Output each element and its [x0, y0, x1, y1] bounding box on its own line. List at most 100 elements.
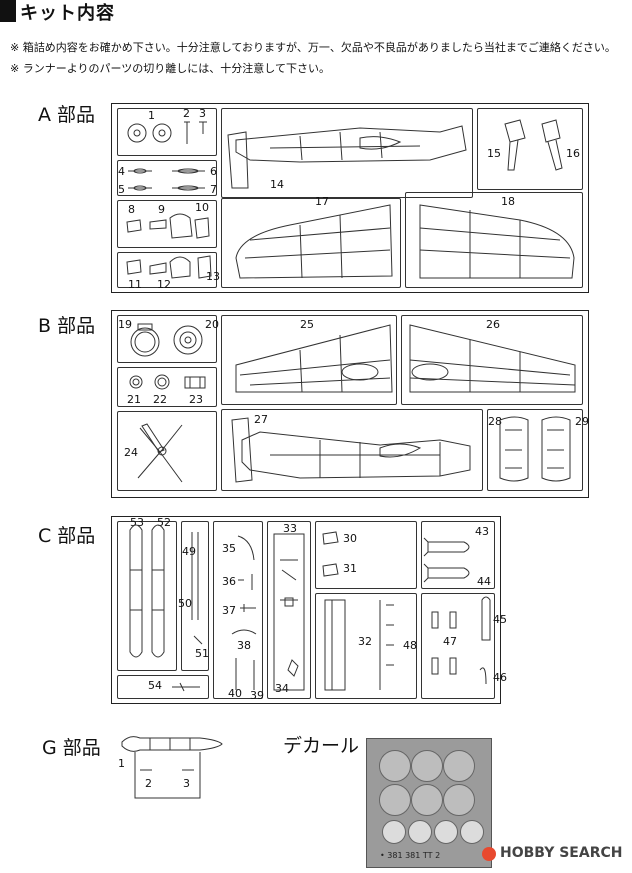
runner-b-frame	[111, 310, 589, 498]
part-number: 51	[195, 647, 209, 660]
hinomaru-decal	[460, 820, 484, 844]
runner-a-cell-8-10	[117, 200, 217, 248]
part-number: 35	[222, 542, 236, 555]
runner-a-cell-4-7	[117, 160, 217, 196]
watermark-text: HOBBY SEARCH	[500, 845, 623, 861]
part-number: 17	[315, 195, 329, 208]
part-number: 52	[157, 516, 171, 529]
part-number: 3	[199, 107, 206, 120]
part-number: 8	[128, 203, 135, 216]
hinomaru-decal	[443, 784, 475, 816]
part-number: 22	[153, 393, 167, 406]
note-line-2: ※ ランナーよりのパーツの切り離しには、十分注意して下さい。	[10, 62, 330, 75]
decal-sheet-text: • 381 381 TT 2	[380, 851, 441, 860]
section-label-g: G 部品	[42, 737, 101, 759]
runner-a-frame	[111, 103, 589, 293]
runner-b-cell-21-23	[117, 367, 217, 407]
part-number: 3	[183, 777, 190, 790]
part-number: 18	[501, 195, 515, 208]
part-number: 34	[275, 682, 289, 695]
runner-a-cell-15-16	[477, 108, 583, 190]
part-number: 19	[118, 318, 132, 331]
hinomaru-decal	[379, 750, 411, 782]
part-number: 11	[128, 278, 142, 291]
hinomaru-decal	[382, 820, 406, 844]
part-number: 53	[130, 516, 144, 529]
hinomaru-decal	[379, 784, 411, 816]
header-marker	[0, 0, 16, 22]
part-number: 28	[488, 415, 502, 428]
part-number: 16	[566, 147, 580, 160]
runner-a-cell-17	[221, 198, 401, 288]
runner-a-cell-14	[221, 108, 473, 198]
part-number: 25	[300, 318, 314, 331]
part-number: 15	[487, 147, 501, 160]
hinomaru-decal	[443, 750, 475, 782]
hobbysearch-logo-icon	[482, 847, 496, 861]
runner-c-cell-43-44	[421, 521, 495, 589]
part-number: 54	[148, 679, 162, 692]
part-number: 30	[343, 532, 357, 545]
part-number: 37	[222, 604, 236, 617]
part-number: 23	[189, 393, 203, 406]
hinomaru-decal	[434, 820, 458, 844]
part-number: 26	[486, 318, 500, 331]
runner-b-cell-26	[401, 315, 583, 405]
runner-c-cell-32-48	[315, 593, 417, 699]
runner-c-cell-52-53	[117, 521, 177, 671]
part-number: 31	[343, 562, 357, 575]
section-label-a: A 部品	[38, 104, 96, 126]
runner-a-cell-18	[405, 192, 583, 288]
runner-c-frame	[111, 516, 501, 704]
note-line-1: ※ 箱詰め内容をお確かめ下さい。十分注意しておりますが、万一、欠品や不良品があり…	[10, 41, 616, 54]
part-number: 50	[178, 597, 192, 610]
section-label-b: B 部品	[38, 315, 96, 337]
page-title: キット内容	[20, 3, 115, 24]
runner-b-cell-25	[221, 315, 397, 405]
runner-b-cell-24	[117, 411, 217, 491]
part-number: 47	[443, 635, 457, 648]
runner-c-cell-54	[117, 675, 209, 699]
section-label-decal: デカール	[283, 735, 360, 757]
runner-b-cell-19-20	[117, 315, 217, 363]
part-number: 38	[237, 639, 251, 652]
part-number: 4	[118, 165, 125, 178]
runner-c-cell-30-31	[315, 521, 417, 589]
hinomaru-decal	[411, 750, 443, 782]
part-number: 44	[477, 575, 491, 588]
runner-c-cell-35-40	[213, 521, 263, 699]
part-number: 7	[210, 183, 217, 196]
runner-a-cell-1-3	[117, 108, 217, 156]
part-number: 48	[403, 639, 417, 652]
part-number: 24	[124, 446, 138, 459]
part-number: 40	[228, 687, 242, 700]
runner-a-cell-11-13	[117, 252, 217, 288]
runner-c-cell-45-47	[421, 593, 495, 699]
part-number: 6	[210, 165, 217, 178]
runner-c-cell-33-34	[267, 521, 311, 699]
hinomaru-decal	[411, 784, 443, 816]
runner-b-cell-28-29	[487, 409, 583, 491]
part-number: 14	[270, 178, 284, 191]
part-number: 9	[158, 203, 165, 216]
part-number: 10	[195, 201, 209, 214]
part-number: 1	[118, 757, 125, 770]
runner-b-cell-27	[221, 409, 483, 491]
section-label-c: C 部品	[38, 525, 96, 547]
part-number: 2	[183, 107, 190, 120]
part-number: 20	[205, 318, 219, 331]
part-number: 33	[283, 522, 297, 535]
part-number: 1	[148, 109, 155, 122]
part-number: 32	[358, 635, 372, 648]
part-number: 45	[493, 613, 507, 626]
part-number: 36	[222, 575, 236, 588]
part-number: 39	[250, 689, 264, 702]
part-number: 21	[127, 393, 141, 406]
part-number: 29	[575, 415, 589, 428]
part-number: 12	[157, 278, 171, 291]
part-number: 49	[182, 545, 196, 558]
part-number: 5	[118, 183, 125, 196]
